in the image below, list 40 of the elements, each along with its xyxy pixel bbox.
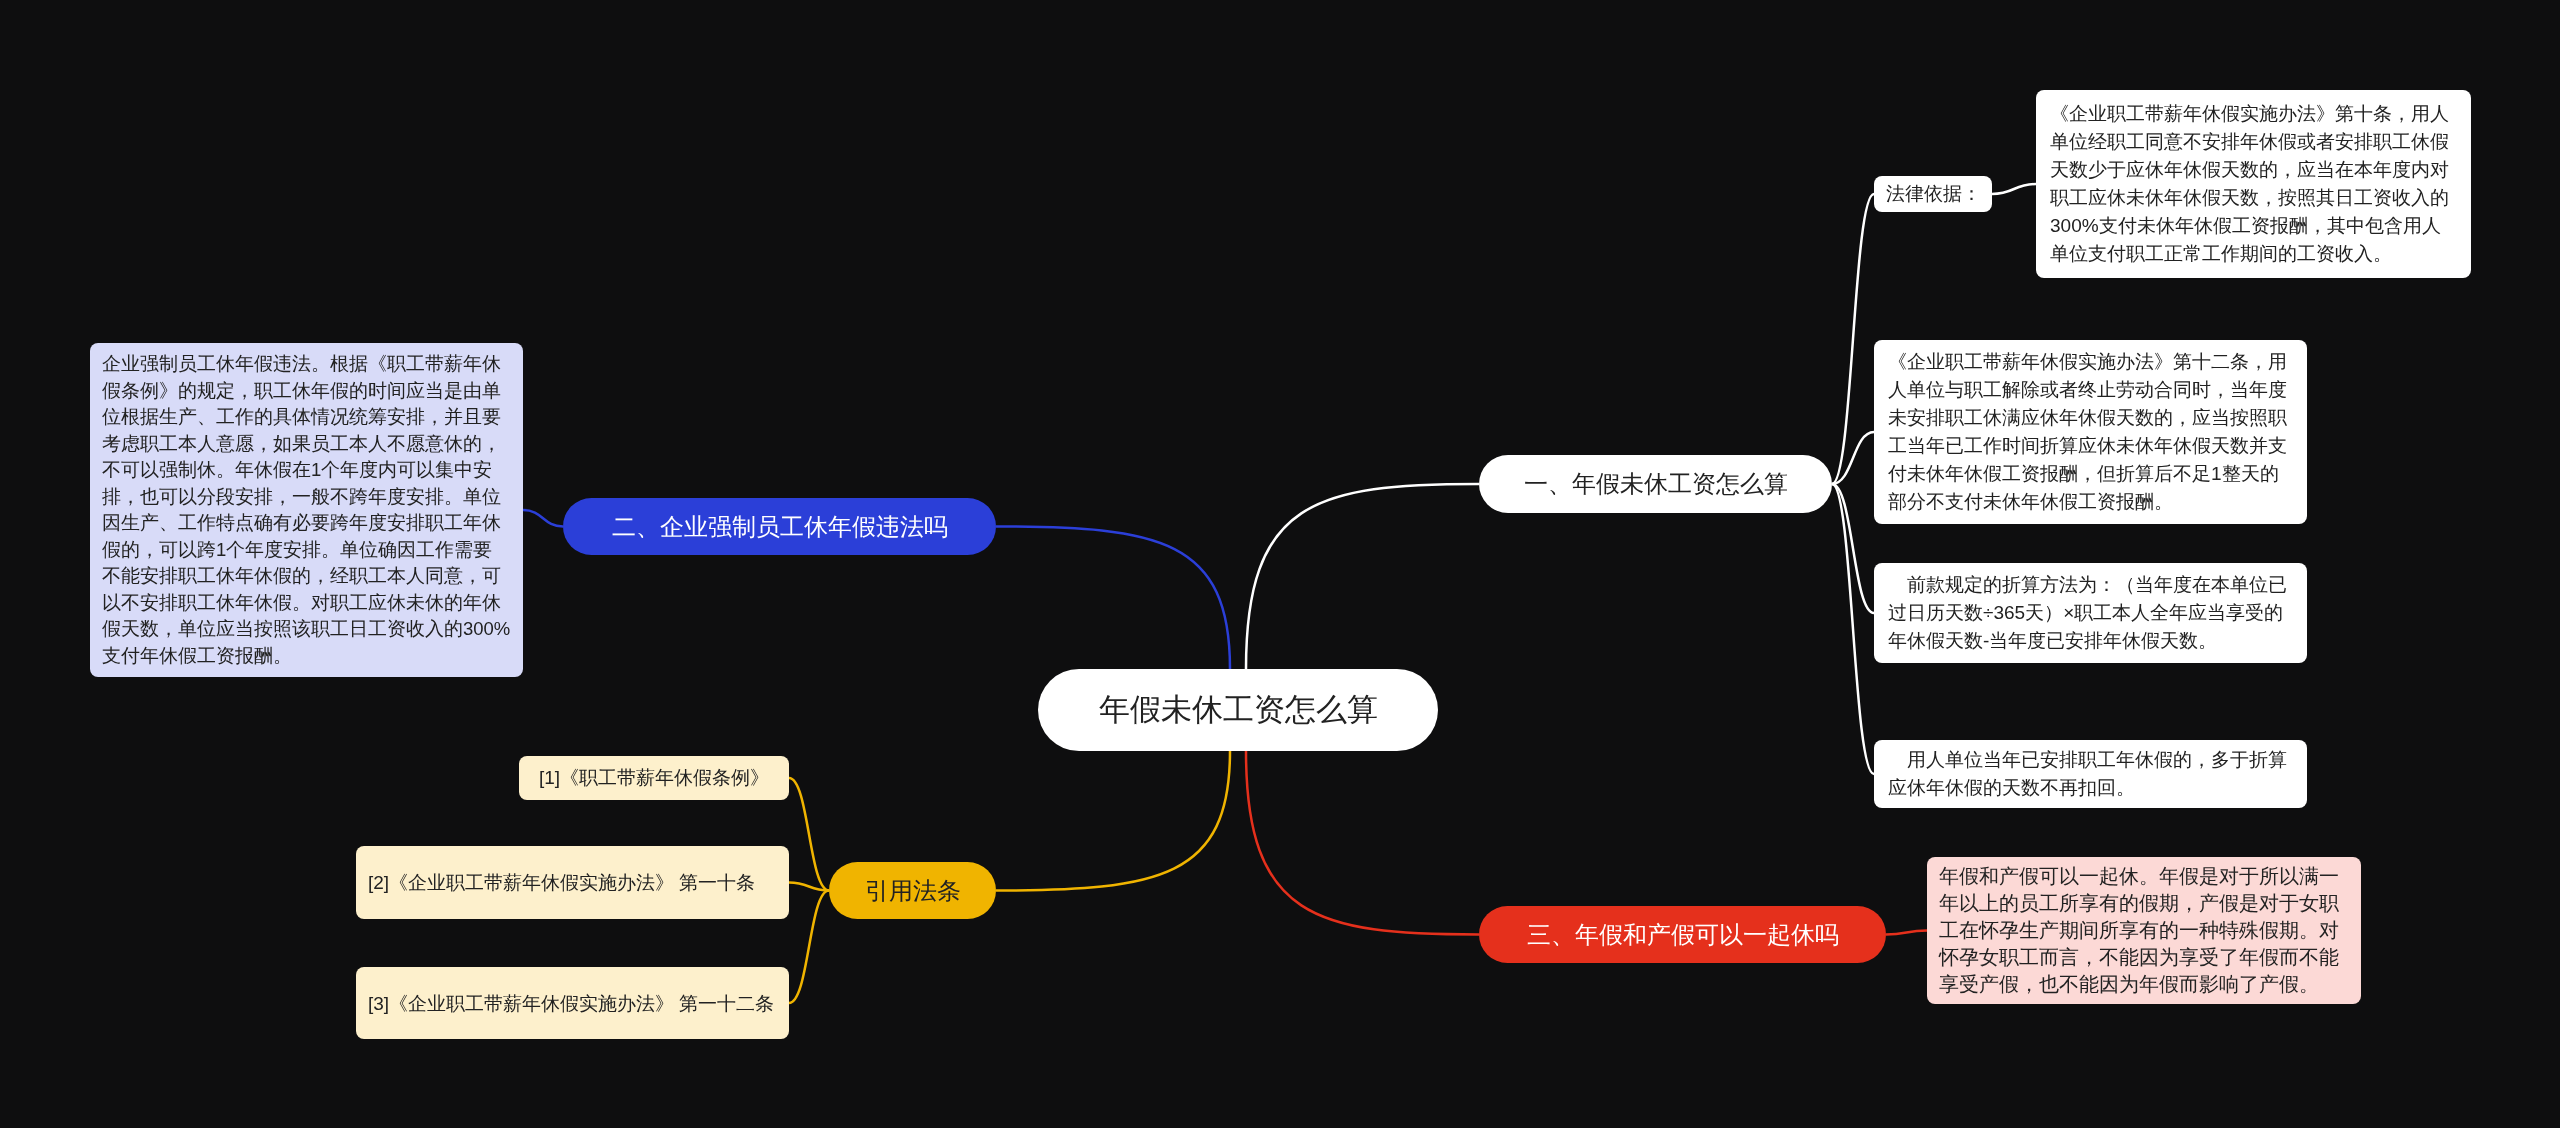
branch-topic	[1479, 455, 1832, 513]
node-text: [1]《职工带薪年休假条例》	[538, 765, 770, 790]
connector-line	[1831, 483, 1875, 775]
reference-item	[356, 846, 789, 919]
node-text: 年假和产假可以一起休。年假是对于所以满一年以上的员工所享有的假期，产假是对于女职工在怀孕生产期间所享有的一种特殊假期。对怀孕女职工而言，不能因为享受了年假而不能享受产假，也不能因为年假而影响了产假。	[1939, 864, 2340, 997]
node-text: 引用法条	[864, 875, 961, 906]
connector-line	[788, 776, 830, 892]
node-text: 年假未休工资怎么算	[1098, 690, 1378, 729]
connector-line	[522, 508, 564, 528]
connector-line	[1831, 193, 1875, 485]
connector-line	[996, 525, 1232, 670]
reference-item	[356, 967, 789, 1039]
node-text: [3]《企业职工带薪年休假实施办法》 第一十二条	[368, 991, 775, 1016]
node-text: 《企业职工带薪年休假实施办法》第十二条，用人单位与职工解除或者终止劳动合同时，当年度未安排职工休满应休年休假天数的，应当按照职工当年已工作时间折算应休未休年休假天数并支付未休年休假工资报酬，但折算后不足1整天的部分不支付未休年休假工资报酬。	[1888, 350, 2288, 514]
connector-line	[1885, 929, 1928, 936]
connector-line	[788, 889, 830, 1005]
subtopic-label	[1874, 176, 1992, 212]
node-text: 前款规定的折算方法为：（当年度在本单位已过日历天数÷365天）×职工本人全年应当享受的年休假天数-当年度已安排年休假天数。	[1888, 573, 2288, 653]
node-text: 法律依据：	[1885, 181, 1981, 206]
connector-line	[1991, 182, 2037, 196]
note-card	[1874, 740, 2307, 808]
connector-line	[1244, 750, 1479, 936]
branch-topic	[563, 498, 996, 555]
branch-topic	[829, 862, 996, 919]
note-card	[1874, 340, 2307, 524]
node-text: 企业强制员工休年假违法。根据《职工带薪年休假条例》的规定，职工休年假的时间应当是由单位根据生产、工作的具体情况统筹安排，并且要考虑职工本人意愿，如果员工本人不愿意休的，不可以强制休。年休假在1个年度内可以集中安排，也可以分段安排，一般不跨年度安排。单位因生产、工作特点确有必要跨年度安排职工年休假的，可以跨1个年度安排。单位确因工作需要不能安排职工休年休假的，经职工本人同意，可以不安排职工休年休假。对职工应休未休的年休假天数，单位应当按照该职工日工资收入的300%支付年休假工资报酬。	[102, 352, 511, 668]
note-card	[2036, 90, 2471, 278]
branch-topic	[1479, 906, 1886, 963]
node-text: 二、企业强制员工休年假违法吗	[611, 511, 948, 542]
node-text: 《企业职工带薪年休假实施办法》第十条，用人单位经职工同意不安排年休假或者安排职工休假天数少于应休年休假天数的，应当在本年度内对职工应休未休年休假天数，按照其日工资收入的300%支付未休年休假工资报酬，其中包含用人单位支付职工正常工作期间的工资收入。	[2050, 102, 2450, 266]
node-text: 用人单位当年已安排职工年休假的，多于折算应休年休假的天数不再扣回。	[1888, 748, 2288, 800]
note-card	[1927, 857, 2361, 1004]
node-text: 一、年假未休工资怎么算	[1523, 469, 1788, 499]
connector-line	[1244, 482, 1479, 670]
connector-line	[996, 750, 1232, 892]
node-text: 三、年假和产假可以一起休吗	[1526, 919, 1839, 950]
note-card	[1874, 563, 2307, 663]
connector-line	[1831, 430, 1875, 486]
node-text: [2]《企业职工带薪年休假实施办法》 第一十条	[368, 871, 756, 895]
reference-item	[519, 756, 789, 800]
